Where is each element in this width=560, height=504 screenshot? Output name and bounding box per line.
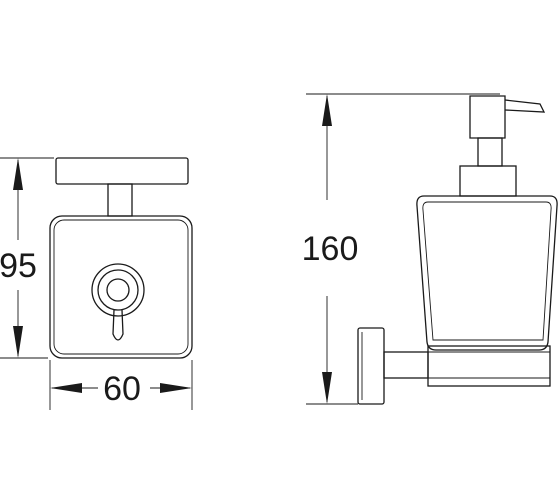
pump-neck-side [477, 137, 503, 167]
front-view [49, 157, 193, 359]
front-height-label: 95 [0, 247, 37, 285]
holder-arm-side [383, 351, 429, 379]
pump-spout-side [504, 99, 546, 113]
pump-inner-ring [106, 278, 130, 302]
front-width-label: 60 [103, 370, 141, 408]
pump-outer-ring [91, 263, 145, 317]
bottle-inner-side [422, 201, 552, 341]
stem-front [107, 183, 133, 217]
wall-plate-side [357, 327, 385, 405]
side-height-dimension: 160 [302, 93, 500, 405]
wall-plate-front [55, 157, 189, 185]
pump-nozzle-front [112, 309, 124, 341]
front-height-dimension: 95 [0, 157, 54, 359]
bottle-body-front [49, 215, 193, 359]
side-height-label: 160 [302, 230, 359, 268]
pump-head-side [469, 95, 506, 139]
pump-collar-side [459, 165, 517, 197]
front-width-dimension: 60 [49, 360, 193, 410]
bottle-inner-front [53, 219, 189, 355]
bottle-body-side [416, 195, 558, 351]
side-view [357, 95, 558, 405]
pump-middle-ring [97, 269, 139, 311]
